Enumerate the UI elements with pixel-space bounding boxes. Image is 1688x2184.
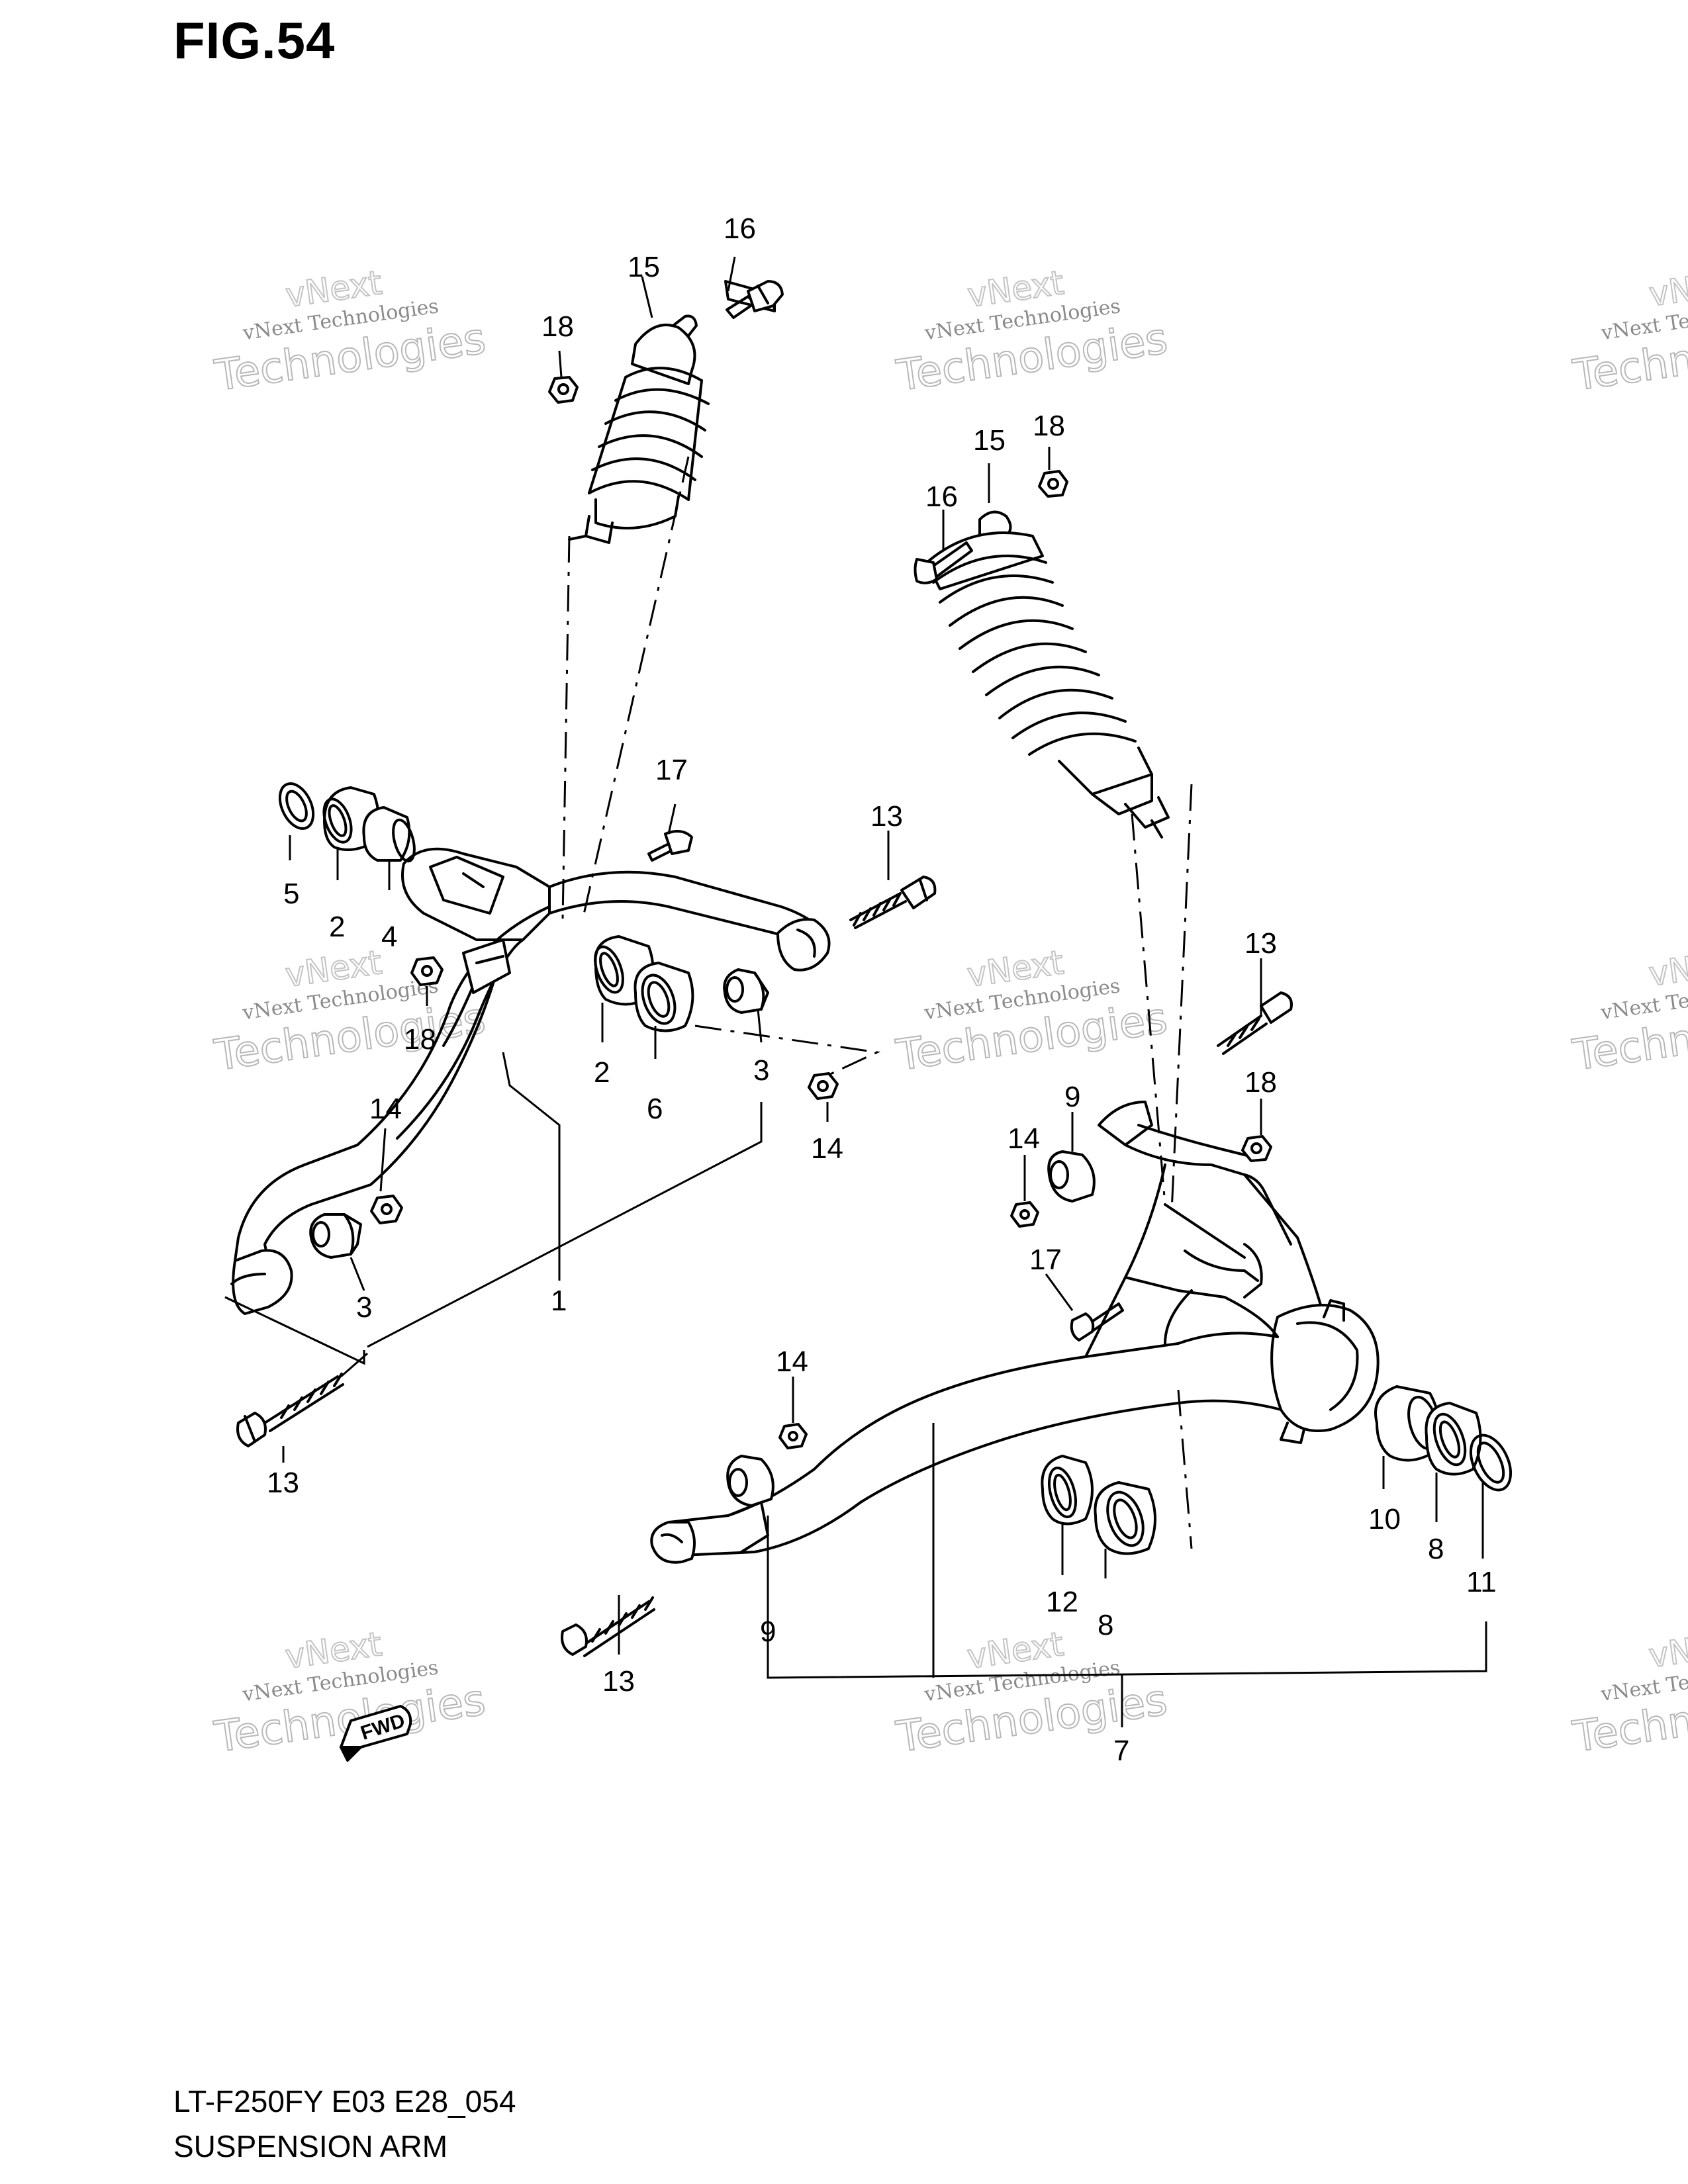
- watermark: vNext vNext Technologies Technologies: [893, 263, 1171, 402]
- nut-14-right-mid: [1010, 1201, 1039, 1228]
- callout-8: 8: [1098, 1609, 1113, 1641]
- svg-text:vNext: vNext: [1647, 263, 1688, 314]
- callout-4: 4: [381, 921, 397, 953]
- callout-labels: 16 15 18 15 18 16 17 13 5 2 4 18 2 6 3 1…: [267, 212, 1497, 1767]
- callout-9: 9: [760, 1615, 776, 1648]
- bolt-13-left-upper: [849, 876, 937, 929]
- figure-title: FIG.54: [173, 11, 336, 69]
- callout-15: 15: [628, 251, 660, 283]
- callout-12: 12: [1046, 1586, 1078, 1618]
- right-oil-seal-12: [1041, 1455, 1094, 1525]
- watermark: vNext vNext Technologies Technologies: [1570, 262, 1688, 402]
- callout-5: 5: [283, 878, 299, 910]
- svg-text:vNext: vNext: [1646, 942, 1688, 994]
- right-oil-seal-11: [1469, 1433, 1513, 1492]
- callout-16: 16: [724, 212, 756, 245]
- callout-13: 13: [602, 1665, 635, 1698]
- model-code: LT-F250FY E03 E28_054: [173, 2084, 516, 2118]
- callout-17: 17: [655, 754, 688, 786]
- right-bearing-8-lower: [1094, 1481, 1156, 1555]
- watermark: vNext vNext Technologies Technologies: [892, 942, 1170, 1081]
- callout-18: 18: [404, 1023, 436, 1056]
- callout-13: 13: [870, 800, 903, 833]
- watermark: vNext vNext Technologies Technologies: [211, 263, 489, 402]
- watermark: vNext vNext Technologies Technologies: [1569, 1623, 1688, 1763]
- callout-2: 2: [329, 911, 345, 943]
- right-bush-9-lower: [726, 1455, 774, 1507]
- callout-8: 8: [1428, 1533, 1444, 1565]
- callout-14: 14: [369, 1093, 402, 1125]
- callout-1: 1: [551, 1285, 567, 1317]
- nut-18-right-mid: [1241, 1135, 1272, 1162]
- bolt-13-right-upper: [1217, 991, 1293, 1055]
- callout-9: 9: [1064, 1081, 1080, 1113]
- callout-11: 11: [1466, 1566, 1497, 1598]
- left-bush-3-upper: [723, 968, 769, 1014]
- callout-13: 13: [267, 1467, 299, 1499]
- callout-14: 14: [1008, 1122, 1040, 1155]
- nut-18-left-mid: [410, 956, 444, 986]
- callout-6: 6: [647, 1093, 663, 1125]
- bolt-17-left: [647, 830, 693, 862]
- dashed-guide-lines: [224, 456, 1193, 1549]
- watermark: vNext vNext Technologies Technologies: [211, 942, 489, 1081]
- watermark: vNext vNext Technologies Technologies: [1569, 942, 1688, 1081]
- svg-text:vNext: vNext: [1646, 1624, 1688, 1676]
- right-shock-absorber: [925, 510, 1170, 839]
- callout-17: 17: [1029, 1244, 1062, 1276]
- bolt-16-left: [726, 280, 784, 319]
- nut-18-right-top: [1038, 470, 1068, 498]
- callout-10: 10: [1368, 1503, 1401, 1535]
- callout-14: 14: [776, 1345, 808, 1378]
- callout-3: 3: [356, 1291, 372, 1324]
- callout-15: 15: [973, 424, 1006, 457]
- bolt-13-left-lower: [236, 1373, 344, 1447]
- callout-2: 2: [594, 1056, 610, 1089]
- callout-3: 3: [753, 1054, 769, 1087]
- left-oil-seal-5: [278, 782, 315, 830]
- left-suspension-arm: [230, 847, 831, 1315]
- nut-14-right-low: [778, 1423, 808, 1449]
- right-suspension-arm: [650, 1101, 1380, 1564]
- callout-18: 18: [1244, 1066, 1277, 1099]
- callout-16: 16: [925, 480, 958, 513]
- callout-18: 18: [1033, 410, 1065, 442]
- right-bush-9-upper: [1047, 1150, 1096, 1203]
- left-bushing-4: [362, 806, 416, 863]
- callout-7: 7: [1113, 1735, 1129, 1767]
- left-shock-absorber: [568, 280, 776, 544]
- bolt-17-right: [1070, 1302, 1124, 1342]
- bolt-16-right: [914, 541, 973, 584]
- callout-18: 18: [541, 310, 574, 343]
- bolt-13-right-lower: [561, 1596, 655, 1657]
- watermark-group: vNext vNext Technologies Technologies vN…: [211, 262, 1688, 1763]
- nut-18-left-top: [548, 376, 579, 404]
- figure-caption: SUSPENSION ARM: [173, 2129, 448, 2163]
- nut-14-left-low: [370, 1195, 403, 1224]
- nut-14-left-mid: [808, 1072, 839, 1100]
- left-bushing-6: [633, 962, 694, 1032]
- callout-13: 13: [1244, 927, 1277, 960]
- callout-14: 14: [811, 1132, 843, 1165]
- left-bush-3-lower: [309, 1213, 362, 1259]
- right-bearing-8: [1425, 1402, 1482, 1476]
- leader-lines: [224, 256, 1487, 1727]
